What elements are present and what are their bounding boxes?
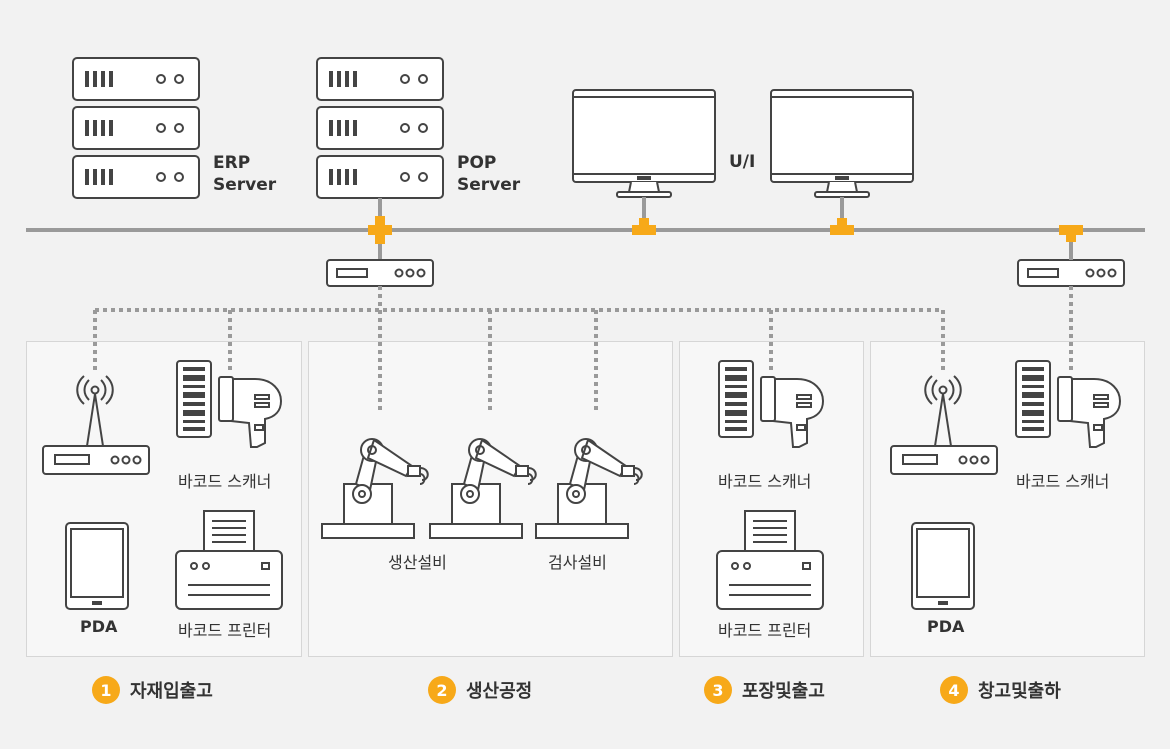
barcode-printer-icon — [716, 510, 824, 610]
router-icon — [42, 375, 150, 475]
stage-4: 4 창고및출하 — [940, 676, 1061, 704]
network-switch-icon — [326, 259, 434, 287]
connector-icon — [368, 216, 1083, 244]
monitor-icon — [770, 89, 914, 198]
pop-server-label: POP Server — [457, 153, 521, 195]
stage-label: 생산공정 — [466, 681, 533, 702]
stage-number-badge: 1 — [92, 676, 120, 704]
zone1-printer-label: 바코드 프린터 — [178, 621, 272, 640]
erp-server-icon — [72, 57, 200, 199]
robot-arm-icon — [535, 438, 643, 539]
stage-number-badge: 3 — [704, 676, 732, 704]
wireless-links — [93, 286, 1073, 412]
barcode-scanner-icon — [176, 360, 282, 448]
stage-2: 2 생산공정 — [428, 676, 532, 704]
stage-1: 1 자재입출고 — [92, 676, 213, 704]
barcode-printer-icon — [175, 510, 283, 610]
stage-label: 포장및출고 — [742, 681, 825, 702]
erp-server-label: ERP Server — [213, 153, 277, 195]
stage-number-badge: 2 — [428, 676, 456, 704]
zone3-printer-label: 바코드 프린터 — [718, 621, 812, 640]
zone4-pda-label: PDA — [927, 617, 965, 636]
stage-number-badge: 4 — [940, 676, 968, 704]
zone1-scanner-label: 바코드 스캐너 — [178, 472, 272, 491]
barcode-scanner-icon — [718, 360, 824, 448]
router-icon — [890, 375, 998, 475]
production-equipment-label: 생산설비 — [388, 553, 447, 572]
stage-label: 자재입출고 — [130, 681, 213, 702]
inspection-equipment-label: 검사설비 — [548, 553, 607, 572]
zone1-pda-label: PDA — [80, 617, 118, 636]
stage-label: 창고및출하 — [978, 681, 1061, 702]
pda-icon — [65, 522, 129, 610]
ui-label: U/I — [729, 152, 756, 172]
zone4-scanner-label: 바코드 스캐너 — [1016, 472, 1110, 491]
robot-arm-icon — [321, 438, 429, 539]
network-switch-icon — [1017, 259, 1125, 287]
zone3-scanner-label: 바코드 스캐너 — [718, 472, 812, 491]
stage-3: 3 포장및출고 — [704, 676, 825, 704]
pda-icon — [911, 522, 975, 610]
barcode-scanner-icon — [1015, 360, 1121, 448]
robot-arm-icon — [429, 438, 537, 539]
monitor-icon — [572, 89, 716, 198]
pop-server-icon — [316, 57, 444, 199]
